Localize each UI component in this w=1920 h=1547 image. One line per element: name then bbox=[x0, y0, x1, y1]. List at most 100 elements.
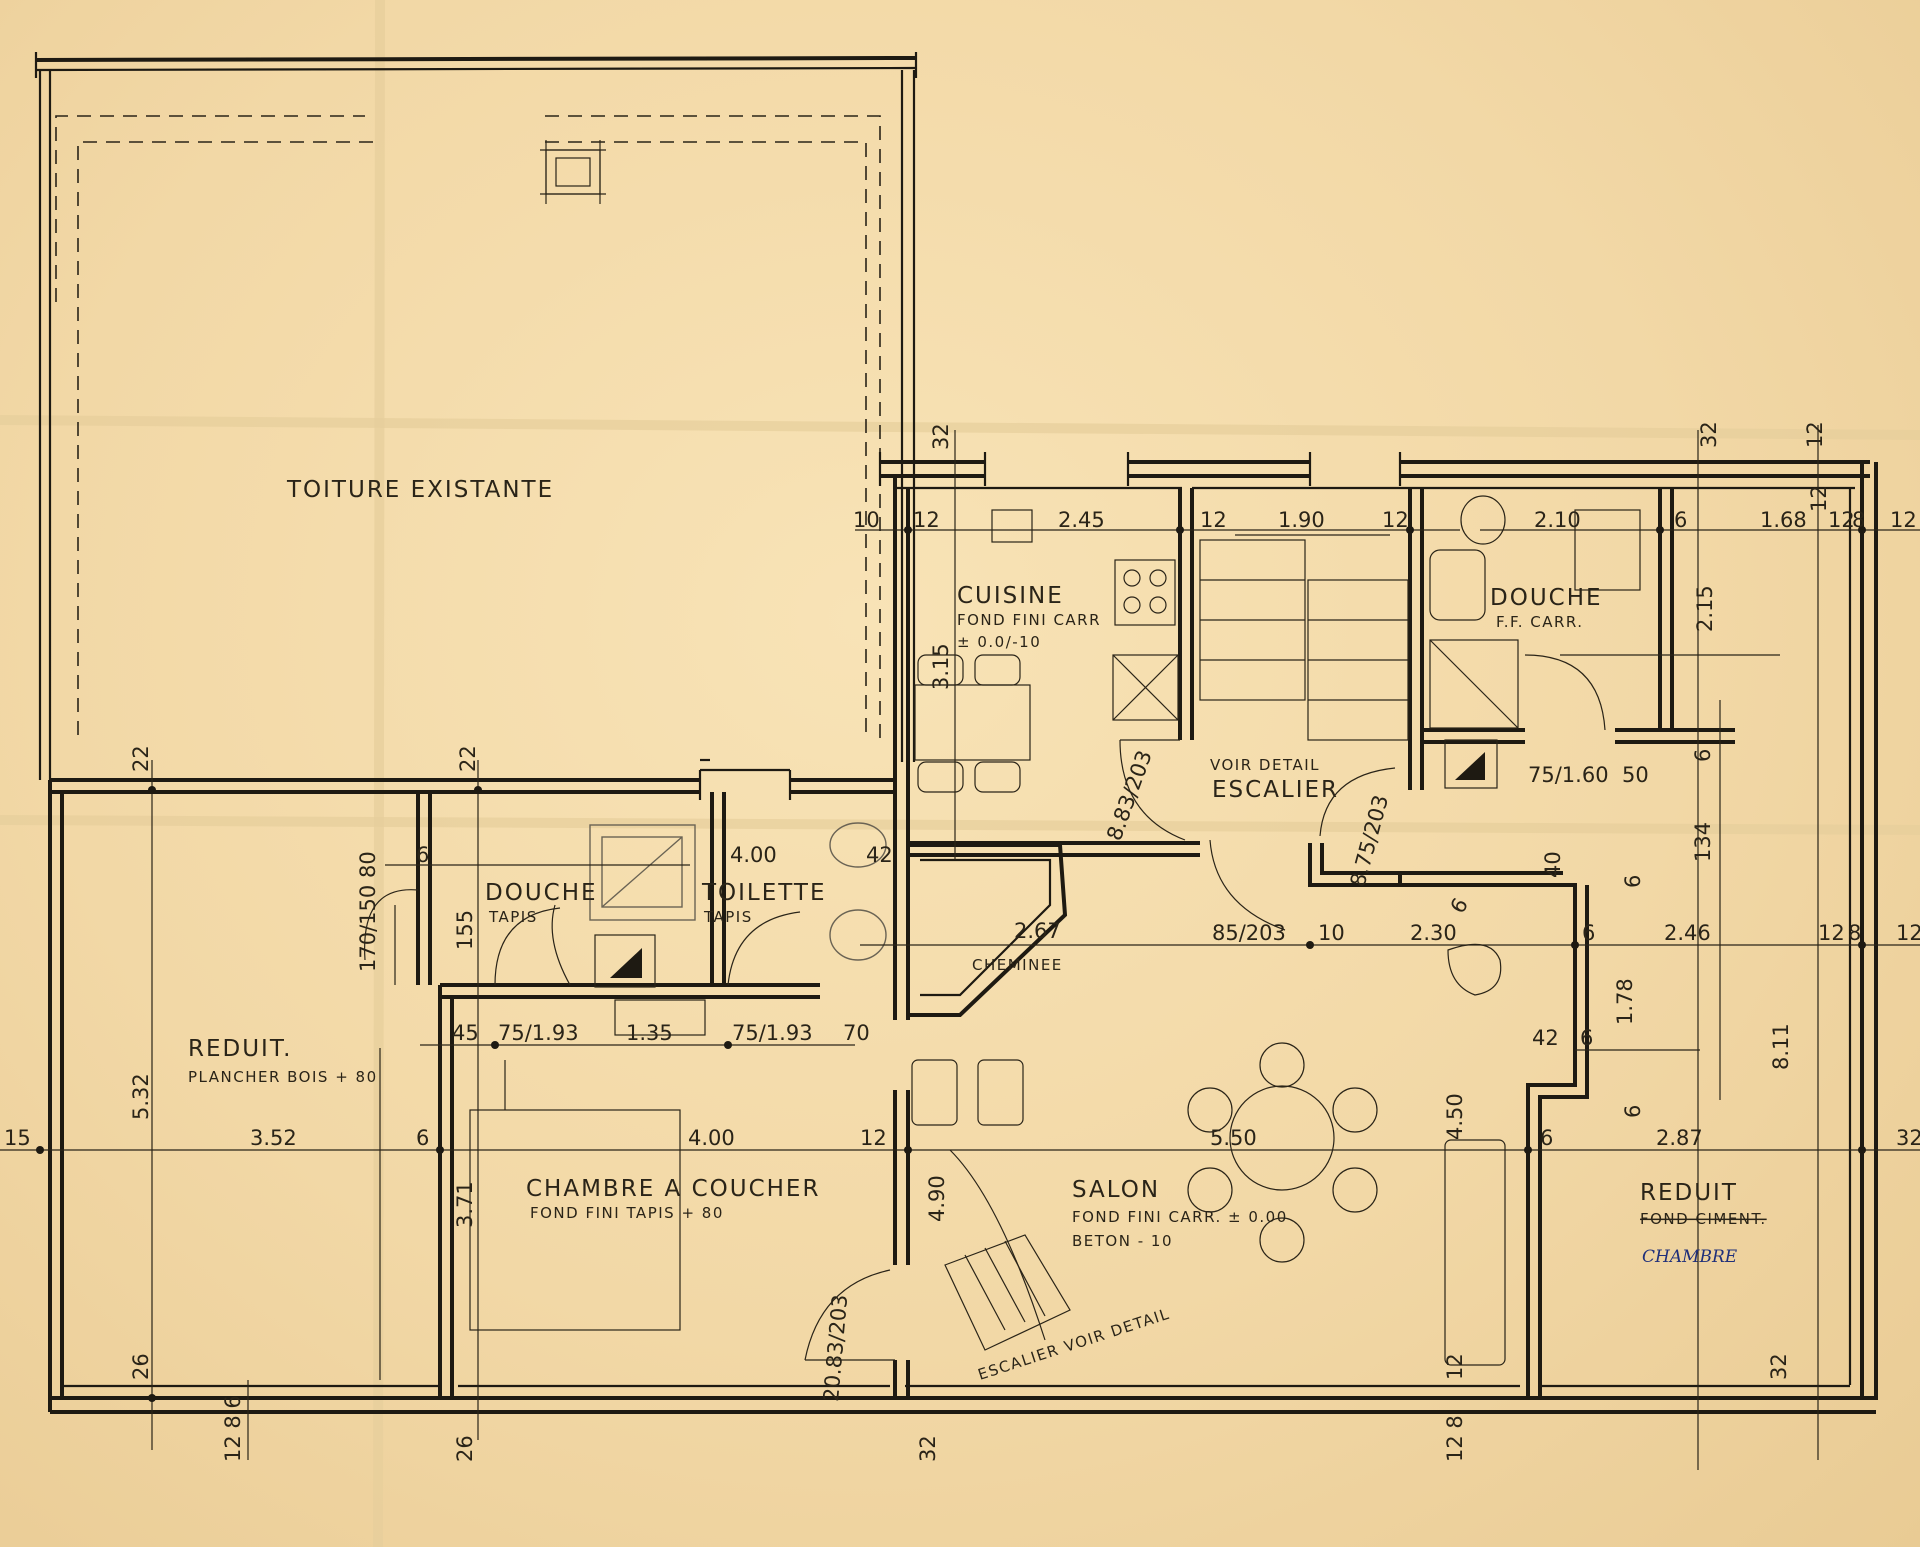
dim: 155 bbox=[453, 910, 477, 950]
dim: 6 bbox=[1691, 749, 1715, 762]
bedroom-finish: FOND FINI TAPIS + 80 bbox=[530, 1204, 724, 1222]
dim: 70 bbox=[843, 1021, 870, 1045]
dimension-labels: 32 10 12 2.45 12 1.90 12 2.10 6 1.68 12 … bbox=[4, 421, 1920, 1462]
dim: 6 bbox=[416, 843, 429, 867]
dim: 2.10 bbox=[1534, 508, 1581, 532]
dim: 4.90 bbox=[925, 1175, 949, 1222]
dim: 32 bbox=[916, 1435, 940, 1462]
dim: 4.00 bbox=[688, 1126, 735, 1150]
kitchen-fixtures bbox=[914, 509, 1179, 793]
living-finish: FOND FINI CARR. ± 0.00 bbox=[1072, 1208, 1288, 1226]
dim: 6 bbox=[1621, 875, 1645, 888]
dim: 12 bbox=[913, 508, 940, 532]
dim: 3.15 bbox=[929, 643, 953, 690]
toilet-name: TOILETTE bbox=[701, 880, 827, 906]
dim: 2.30 bbox=[1410, 921, 1457, 945]
dim: 12 bbox=[1818, 921, 1845, 945]
dim: 42 bbox=[866, 843, 893, 867]
living-structure: BETON - 10 bbox=[1072, 1232, 1173, 1250]
dim: 2.15 bbox=[1693, 585, 1717, 632]
dim: 75/1.93 bbox=[498, 1021, 579, 1045]
staircase-upper bbox=[1199, 534, 1409, 741]
dim: 6 bbox=[1540, 1126, 1553, 1150]
dim: 75/1.60 bbox=[1528, 763, 1609, 787]
dim: 6 bbox=[1446, 894, 1473, 918]
dim: 1.78 bbox=[1613, 978, 1637, 1025]
dim: 15 bbox=[4, 1126, 31, 1150]
dim: 22 bbox=[456, 745, 480, 772]
dim: 2.45 bbox=[1058, 508, 1105, 532]
dim: 32 bbox=[1767, 1353, 1791, 1380]
roof-label: TOITURE EXISTANTE bbox=[286, 477, 554, 503]
living-name: SALON bbox=[1072, 1177, 1160, 1203]
dim: 4.50 bbox=[1443, 1093, 1467, 1140]
staircase-lower bbox=[944, 1149, 1071, 1351]
dim: 12 bbox=[1896, 921, 1920, 945]
dim: 80 bbox=[356, 851, 380, 878]
dim: 32 bbox=[929, 423, 953, 450]
dim: 75/1.93 bbox=[732, 1021, 813, 1045]
dim: 8 bbox=[1848, 921, 1861, 945]
storage-left-name: REDUIT. bbox=[188, 1036, 292, 1062]
dim: 2.67 bbox=[1014, 919, 1061, 943]
dim: 45 bbox=[452, 1021, 479, 1045]
dim: 6 bbox=[1621, 1105, 1645, 1118]
stair-note-line2: ESCALIER bbox=[1212, 777, 1339, 803]
shower-left-fixtures bbox=[589, 822, 887, 1036]
dim: 2.46 bbox=[1664, 921, 1711, 945]
dim: 3.71 bbox=[453, 1181, 477, 1228]
dim: 3.52 bbox=[250, 1126, 297, 1150]
dimension-nodes bbox=[36, 526, 1866, 1402]
dim: 6 bbox=[1674, 508, 1687, 532]
dim: 10 bbox=[1318, 921, 1345, 945]
dimension-lines bbox=[0, 425, 1920, 1470]
existing-roof: TOITURE EXISTANTE bbox=[34, 52, 918, 780]
dim: 1.68 bbox=[1760, 508, 1807, 532]
bed bbox=[469, 1060, 681, 1331]
kitchen-level: ± 0.0/-10 bbox=[957, 633, 1041, 651]
bedroom-name: CHAMBRE A COUCHER bbox=[526, 1176, 820, 1202]
doors bbox=[364, 654, 1606, 1361]
dim: 8 bbox=[1852, 508, 1865, 532]
storage-right-name: REDUIT bbox=[1640, 1180, 1738, 1206]
dim: 8.11 bbox=[1769, 1023, 1793, 1070]
dim: 85/203 bbox=[1212, 921, 1286, 945]
toilet-finish: TAPIS bbox=[703, 908, 753, 926]
dim: 42 bbox=[1532, 1026, 1559, 1050]
storage-left-finish: PLANCHER BOIS + 80 bbox=[188, 1068, 378, 1086]
dim: 12 bbox=[1807, 485, 1831, 512]
dim: 12 bbox=[1890, 508, 1917, 532]
dim: 2.87 bbox=[1656, 1126, 1703, 1150]
stair-note-line1: VOIR DETAIL bbox=[1210, 756, 1320, 774]
dim: 1.90 bbox=[1278, 508, 1325, 532]
chimney-symbol bbox=[540, 140, 606, 204]
dim: 6 bbox=[416, 1126, 429, 1150]
shower-left-finish: TAPIS bbox=[488, 908, 538, 926]
shower-left-name: DOUCHE bbox=[485, 880, 598, 906]
dim: 32 bbox=[1896, 1126, 1920, 1150]
dim: 26 bbox=[129, 1353, 153, 1380]
dim: 12 bbox=[1828, 508, 1855, 532]
dim: 12 bbox=[1200, 508, 1227, 532]
storage-right-handwritten: CHAMBRE bbox=[1642, 1247, 1738, 1267]
storage-right-finish: FOND CIMENT. bbox=[1640, 1210, 1767, 1228]
dim: 134 bbox=[1691, 822, 1715, 862]
dim: 10 bbox=[853, 508, 880, 532]
dim: 40 bbox=[1541, 851, 1565, 878]
dim: 1.35 bbox=[626, 1021, 673, 1045]
dim: 12 8 6 bbox=[221, 1395, 245, 1462]
fireplace-label: CHEMINEE bbox=[972, 956, 1063, 974]
dim: 12 bbox=[1443, 1353, 1467, 1380]
dim: 6 bbox=[1582, 921, 1595, 945]
dim: 32 bbox=[1697, 421, 1721, 448]
dim: 12 bbox=[860, 1126, 887, 1150]
dim: 6 bbox=[1580, 1026, 1593, 1050]
shower-right-name: DOUCHE bbox=[1490, 585, 1603, 611]
kitchen-name: CUISINE bbox=[957, 583, 1064, 609]
dim: 5.50 bbox=[1210, 1126, 1257, 1150]
dim: 12 8 bbox=[1443, 1415, 1467, 1462]
kitchen-finish: FOND FINI CARR bbox=[957, 611, 1101, 629]
stair-detail-label: ESCALIER VOIR DETAIL bbox=[976, 1305, 1172, 1384]
dim: 170/150 bbox=[356, 885, 380, 972]
